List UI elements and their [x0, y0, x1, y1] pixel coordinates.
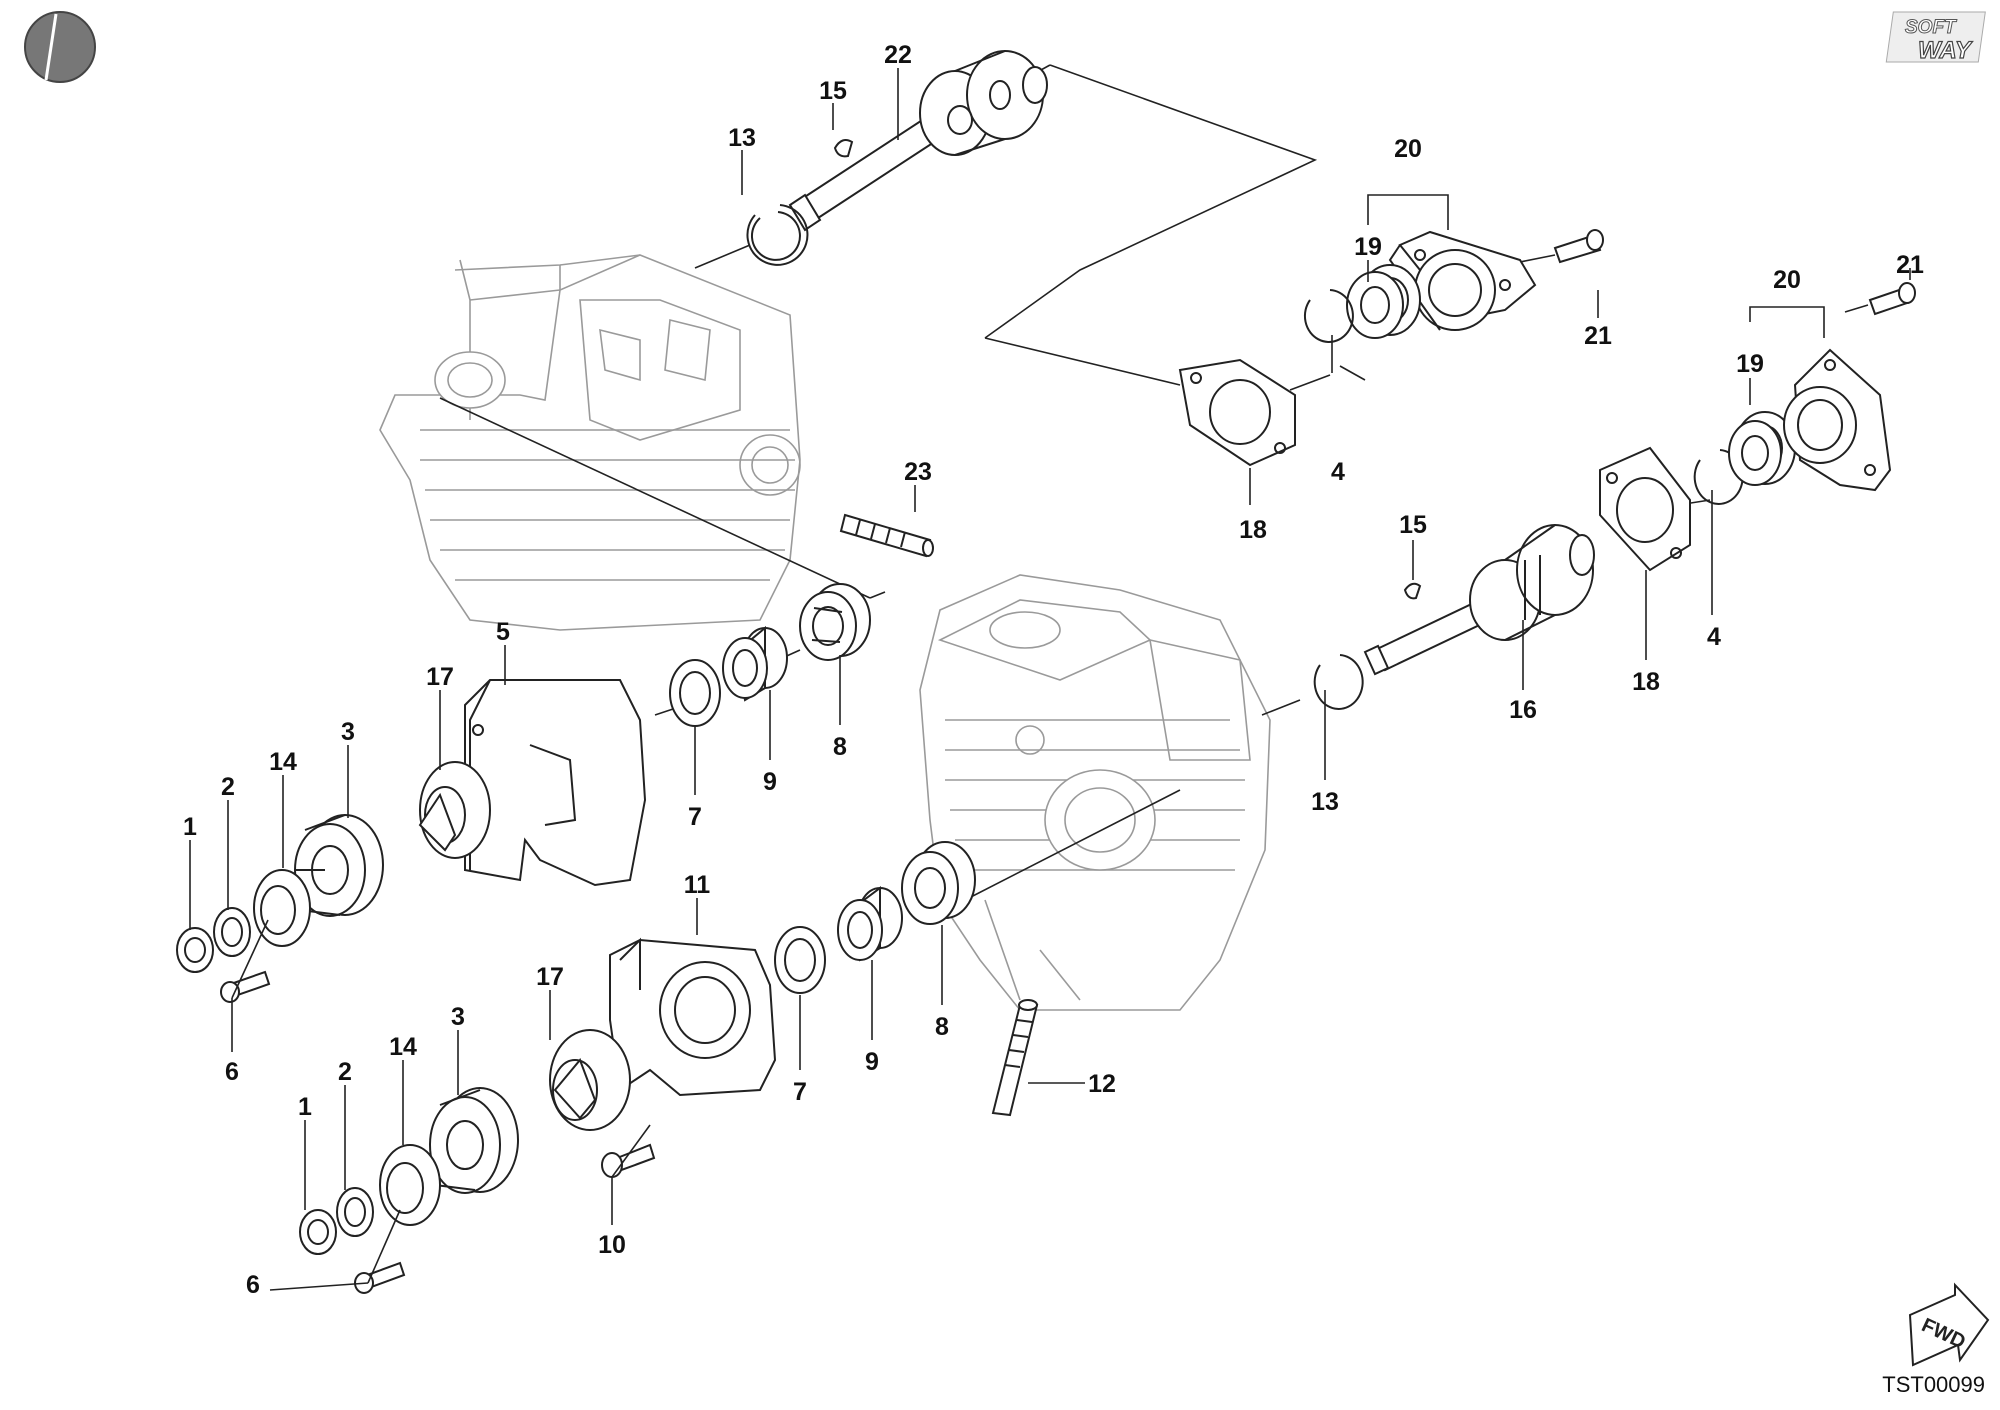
part-camshaft-upper	[788, 50, 1048, 232]
section-marker-icon	[24, 11, 96, 83]
callout-18: 18	[1239, 516, 1267, 544]
callout-18: 18	[1632, 668, 1660, 696]
part-gasket-upper	[1178, 358, 1296, 467]
part-sprocket-upper	[294, 814, 384, 917]
callout-17: 17	[536, 963, 564, 991]
callout-1: 1	[298, 1093, 312, 1121]
callout-22: 22	[884, 41, 912, 69]
callout-19: 19	[1354, 233, 1382, 261]
part-cover-lower	[609, 937, 777, 1097]
part-circlip-upper	[746, 204, 809, 266]
callout-16: 16	[1509, 696, 1537, 724]
callout-4: 4	[1707, 623, 1721, 651]
callout-4: 4	[1331, 458, 1345, 486]
callout-3: 3	[451, 1003, 465, 1031]
part-sprocket-lower	[429, 1087, 519, 1194]
callout-21: 21	[1584, 322, 1612, 350]
part-woodruff-key-lower	[1403, 582, 1422, 600]
callout-6: 6	[246, 1271, 260, 1299]
callout-23: 23	[904, 458, 932, 486]
callout-17: 17	[426, 663, 454, 691]
part-spacer-lower	[336, 1187, 374, 1237]
part-spacer-upper	[213, 907, 251, 957]
part-circlip-upper-right	[1303, 289, 1354, 343]
callout-3: 3	[341, 718, 355, 746]
part-bearing-right	[1728, 411, 1796, 486]
logo-line-1: SOFT	[1905, 17, 1957, 38]
part-oil-seal-lower	[774, 926, 826, 994]
part-stud-lower	[991, 999, 1039, 1117]
part-stud-upper	[839, 513, 934, 558]
callout-1: 1	[183, 813, 197, 841]
part-cover-upper	[464, 679, 647, 887]
diagram-code: TST00099	[1882, 1372, 1985, 1397]
cylinder-head-upper-outline	[379, 254, 801, 631]
part-nut-upper	[176, 927, 214, 973]
callout-20: 20	[1394, 135, 1422, 163]
callout-20: 20	[1773, 266, 1801, 294]
callout-11: 11	[684, 871, 711, 899]
part-flange-upper	[418, 761, 491, 859]
callout-19: 19	[1736, 350, 1764, 378]
softway-logo: SOFT WAY	[1885, 11, 1986, 65]
callout-14: 14	[269, 748, 297, 776]
callout-7: 7	[793, 1078, 807, 1106]
part-bolt-upper-a	[1553, 229, 1604, 264]
callout-9: 9	[763, 768, 777, 796]
callout-13: 13	[728, 124, 756, 152]
part-flange-lower	[549, 1029, 631, 1131]
callout-15: 15	[1399, 511, 1427, 539]
crankcase-outline	[919, 574, 1271, 1011]
callout-12: 12	[1088, 1070, 1116, 1098]
part-bearing-housing-upper	[1388, 230, 1537, 331]
callout-9: 9	[865, 1048, 879, 1076]
part-washer-upper	[253, 869, 311, 947]
part-ball-bearing-lower	[901, 841, 976, 925]
part-gasket-lower	[1599, 446, 1691, 572]
callout-8: 8	[833, 733, 847, 761]
callout-13: 13	[1311, 788, 1339, 816]
part-bolt-upper-left	[220, 970, 271, 1003]
callout-2: 2	[338, 1058, 352, 1086]
part-ball-bearing-upper	[799, 583, 871, 661]
callout-15: 15	[819, 77, 847, 105]
callout-14: 14	[389, 1033, 417, 1061]
callout-8: 8	[935, 1013, 949, 1041]
part-oil-seal-upper	[669, 659, 721, 727]
part-circlip-lower	[1313, 654, 1364, 710]
callout-10: 10	[598, 1231, 626, 1259]
part-bushing-upper	[722, 625, 788, 702]
callout-labels: 22 15 13 20 19 21 20 21 21 19 4 18 23 15…	[183, 41, 1924, 1299]
callout-6: 6	[225, 1058, 239, 1086]
part-bolt-lower-left	[354, 1261, 406, 1294]
callout-7: 7	[688, 803, 702, 831]
part-camshaft-lower	[1363, 524, 1595, 676]
logo-line-2: WAY	[1918, 37, 1973, 64]
callout-2: 2	[221, 773, 235, 801]
part-woodruff-key-upper	[833, 139, 854, 158]
part-bearing-upper	[1346, 264, 1421, 339]
callout-21: 21	[1896, 251, 1924, 279]
part-bolt-right	[1868, 282, 1916, 316]
callout-leaders	[189, 68, 1911, 1291]
fwd-arrow-icon: FWD	[1908, 1282, 1990, 1367]
part-washer-lower	[379, 1144, 441, 1226]
part-nut-lower	[299, 1209, 337, 1255]
callout-5: 5	[496, 618, 510, 646]
part-bushing-lower	[837, 886, 903, 962]
part-bolt-lower-center	[601, 1143, 656, 1178]
part-bearing-housing-right	[1783, 348, 1892, 492]
